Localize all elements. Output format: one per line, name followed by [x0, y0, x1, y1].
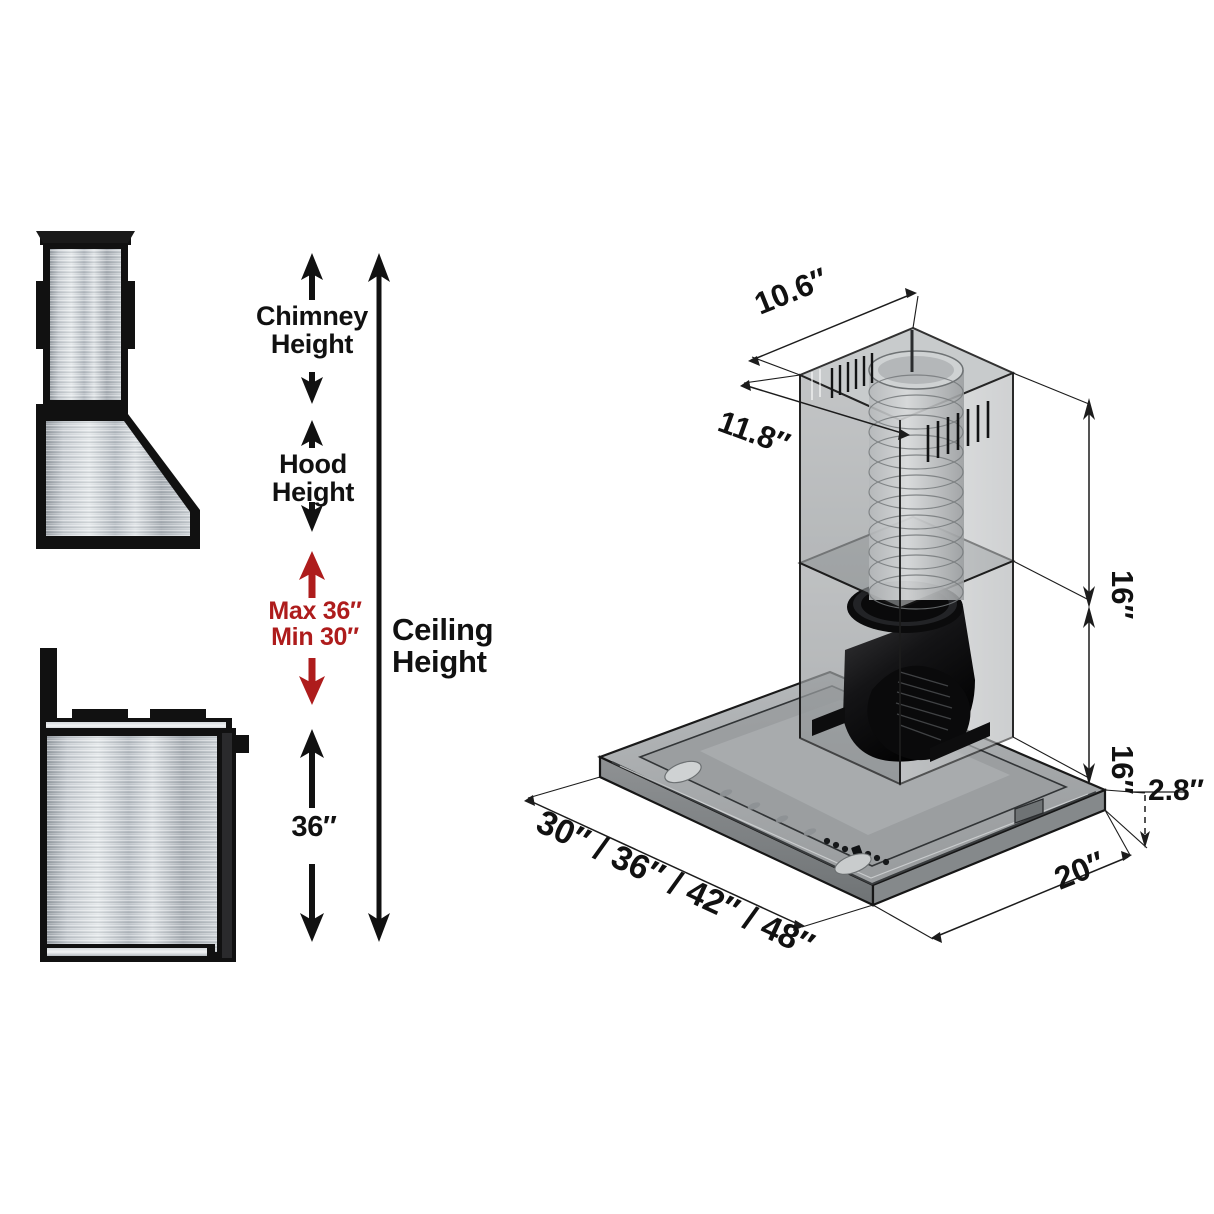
light-lens-left: [664, 760, 702, 784]
label-chimney-height: Chimney Height: [256, 301, 368, 360]
arrow-counter-down: [300, 864, 324, 942]
arrow-hood-down: [301, 502, 323, 532]
view-side-profile: [36, 231, 200, 549]
dimension-lines: [524, 288, 1185, 943]
label-ceiling-height: Ceiling Height: [392, 612, 494, 680]
arrow-counter-up: [300, 729, 324, 808]
arrow-clearance-up: [299, 551, 325, 598]
light-lens-right: [834, 853, 872, 875]
label-hood-height: Hood Height: [271, 449, 355, 508]
label-counter-height: 36″: [291, 811, 337, 843]
arrow-chimney-down: [301, 372, 323, 404]
arrow-hood-up: [301, 420, 323, 448]
arrow-clearance-down: [299, 658, 325, 705]
dim-chimney-lower: 16″: [1105, 745, 1140, 794]
view-front-section: [40, 648, 249, 962]
dim-canopy-height: 2.8″: [1148, 774, 1204, 807]
dim-chimney-upper: 16″: [1105, 570, 1140, 619]
arrow-chimney-up: [301, 253, 323, 300]
flexible-duct: [868, 330, 964, 610]
arrow-ceiling-height: [368, 253, 390, 942]
height-scale-arrows: [299, 253, 390, 942]
control-panel[interactable]: [823, 837, 890, 879]
vent-slots-top: [830, 353, 874, 398]
label-clearance: Max 36″ Min 30″: [268, 597, 362, 651]
vent-slots-side: [926, 401, 990, 462]
